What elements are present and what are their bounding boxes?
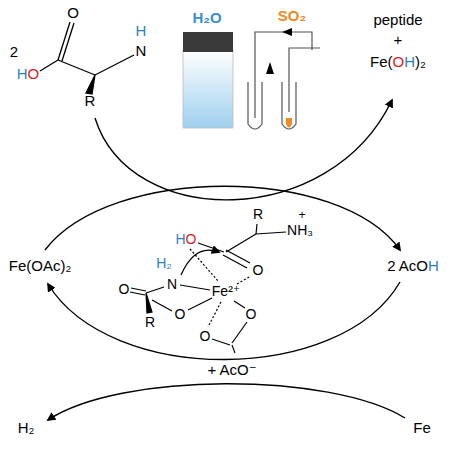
chemical-text: 2 AcO [387,257,428,274]
chemical-text: O [28,65,40,82]
formula-label: 2 [10,44,18,61]
formula-label: N [167,277,177,292]
chemical-text: R [145,314,155,330]
formula-label: O [175,307,186,322]
formula-label: SO₂ [278,8,306,25]
formula-label: Fe(OAc)₂ [9,258,72,275]
chemical-text: H₂O [192,9,221,26]
chemical-text: O [393,53,405,70]
chemical-text: 2 [10,43,18,60]
so2-apparatus [248,28,320,129]
formula-label: + [298,209,305,222]
chemical-text: O [246,306,257,322]
complex-bonds [130,224,286,353]
chemical-text: peptide [373,11,422,28]
formula-label: HO [175,232,196,247]
formula-label: N [136,43,147,60]
chemical-text: + AcO⁻ [207,361,256,378]
formula-label: Fe(OH)₂ [370,54,426,71]
chemical-text: O [200,328,211,344]
formula-label: H₂O [192,10,221,27]
chemical-text: H₂ [156,255,172,271]
chemical-text: O [119,281,130,297]
chemical-text: Fe [413,419,431,436]
formula-label: H [136,23,147,40]
chemical-text: H [175,231,185,247]
chemical-text: O [175,306,186,322]
chemical-text: N [136,42,147,59]
chemical-text: R [253,206,263,222]
formula-label: Fe²⁺ [212,284,240,299]
chemical-text: SO₂ [278,7,306,24]
formula-label: + [394,32,403,49]
chemical-text: H [17,65,28,82]
formula-label: H₂ [18,420,35,437]
chemical-text: O [67,4,79,21]
chemical-text: H₂ [18,419,35,436]
chemical-text: + [394,31,403,48]
formula-label: O [200,329,211,344]
cycle-arrows [45,100,405,420]
chemical-text: NH₃ [287,222,313,238]
formula-label: 2 AcOH [387,258,439,275]
chemical-text: H [404,53,415,70]
chemical-text: H [136,22,147,39]
amino-acid-bonds [40,22,134,94]
chemical-text: O [253,262,264,278]
chemical-text: R [85,92,96,109]
chemical-text: Fe( [370,53,393,70]
chemical-text: H [428,257,439,274]
formula-label: Fe [413,420,431,437]
water-vial [183,32,233,128]
chemical-text: Fe(OAc)₂ [9,257,72,274]
formula-label: R [85,93,96,110]
chemical-text: )₂ [415,53,426,70]
formula-label: peptide [373,12,422,29]
chemical-text: N [167,276,177,292]
formula-label: + AcO⁻ [207,362,256,379]
formula-label: R [253,207,263,222]
chemical-text: O [186,231,197,247]
formula-label: O [119,282,130,297]
chemical-text: + [298,208,305,222]
formula-label: O [246,307,257,322]
formula-label: HO [17,66,40,83]
formula-label: O [253,263,264,278]
formula-label: NH₃ [287,223,313,238]
formula-label: H₂ [156,256,172,271]
chemical-text: Fe²⁺ [212,283,240,299]
formula-label: O [67,5,79,22]
formula-label: R [145,315,155,330]
